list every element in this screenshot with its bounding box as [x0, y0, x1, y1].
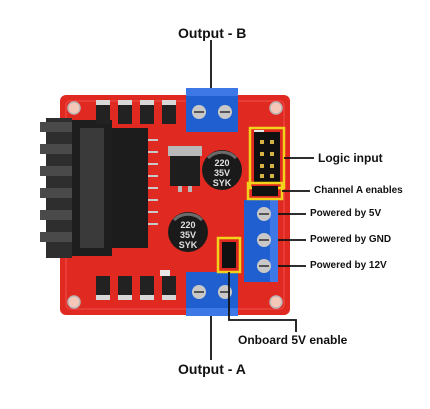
channel-a-jumper — [252, 186, 278, 196]
cap-bottom-brand: SYK — [179, 240, 198, 250]
voltage-regulator — [168, 146, 202, 192]
mounting-hole — [269, 101, 283, 115]
mounting-hole — [67, 101, 81, 115]
label-onboard-5v-enable: Onboard 5V enable — [238, 333, 348, 347]
label-powered-5v: Powered by 5V — [310, 208, 382, 219]
smd-resistor — [160, 270, 170, 276]
cap-bottom-rating: 220 — [180, 220, 195, 230]
diode-row-bottom — [96, 276, 176, 300]
terminal-power — [244, 200, 278, 282]
diode-row-top — [96, 100, 176, 124]
cap-top-voltage: 35V — [214, 168, 230, 178]
cap-bottom-voltage: 35V — [180, 230, 196, 240]
label-powered-12v: Powered by 12V — [310, 260, 387, 271]
onboard-5v-jumper — [222, 242, 236, 268]
label-powered-gnd: Powered by GND — [310, 234, 392, 245]
label-output-b: Output - B — [178, 25, 247, 41]
terminal-output-b — [186, 88, 238, 132]
label-output-a: Output - A — [178, 361, 246, 377]
mounting-hole — [67, 295, 81, 309]
capacitor-top — [202, 150, 242, 190]
label-channel-a-enables: Channel A enables — [314, 185, 403, 196]
logic-input-header — [254, 132, 280, 184]
leader-lines — [210, 40, 314, 360]
capacitor-bottom — [168, 212, 208, 252]
cap-top-brand: SYK — [213, 178, 232, 188]
cap-top-rating: 220 — [214, 158, 229, 168]
heatsink — [40, 118, 112, 258]
label-logic-input: Logic input — [318, 151, 383, 165]
mounting-hole — [269, 295, 283, 309]
l298n-chip — [112, 128, 158, 248]
leader-onboard-5v — [228, 272, 297, 332]
terminal-output-a — [186, 272, 238, 316]
